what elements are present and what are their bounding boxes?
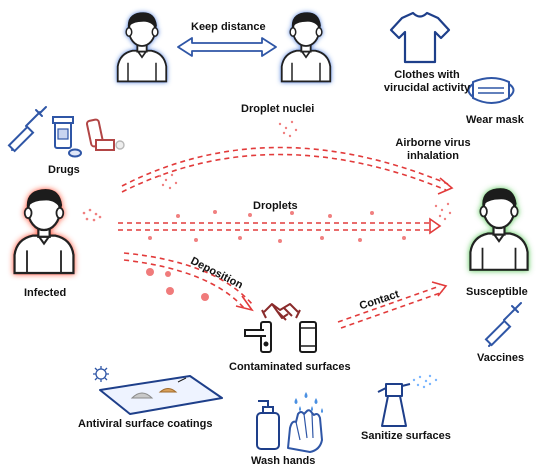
phone-icon: [299, 321, 317, 353]
inhaler-icon: [85, 118, 125, 151]
soap-dispenser-icon: [256, 400, 280, 450]
airborne-label-line-2: inhalation: [407, 150, 459, 162]
droplet-dots: [148, 210, 406, 243]
person-icon-top-left: [116, 11, 168, 83]
antiviral-coatings-label: Antiviral surface coatings: [78, 418, 213, 430]
clothes-label-line-2: virucidal activity: [383, 82, 471, 94]
infected-label: Infected: [24, 287, 67, 299]
wear-mask-label: Wear mask: [466, 114, 524, 126]
wash-hands-label: Wash hands: [251, 455, 316, 467]
shirt-icon: [389, 11, 451, 64]
double-arrow-icon: [177, 37, 277, 57]
deposition-drops: [146, 268, 209, 301]
pill-bottle-icon: [52, 116, 82, 158]
washing-hands-icon: [287, 392, 323, 453]
airborne-arrow: [121, 146, 454, 195]
susceptible-label: Susceptible: [466, 286, 528, 298]
virus-icon: [93, 366, 109, 382]
spray-mist: [412, 374, 438, 389]
surface-icon: [99, 375, 223, 415]
door-handle-icon: [244, 321, 272, 353]
droplets-label: Droplets: [253, 200, 298, 212]
drugs-label: Drugs: [48, 164, 80, 176]
droplets-arrow: [118, 217, 442, 235]
vaccines-label: Vaccines: [477, 352, 525, 364]
deposition-arrow: [123, 252, 254, 312]
contact-arrow: [337, 281, 448, 329]
droplet-nuclei-label: Droplet nuclei: [241, 103, 315, 115]
contaminated-surfaces-label: Contaminated surfaces: [229, 361, 351, 373]
airborne-label: Airborne virus inhalation: [380, 137, 486, 163]
aerosol-dots: [82, 120, 452, 222]
clothes-label: Clothes with virucidal activity: [374, 69, 480, 95]
keep-distance-label: Keep distance: [191, 21, 266, 33]
handshake-icon: [261, 303, 301, 321]
person-icon-infected: [13, 187, 75, 275]
syringe-icon: [7, 106, 47, 153]
spray-bottle-icon: [377, 383, 411, 427]
person-icon-top-right: [280, 11, 332, 83]
clothes-label-line-1: Clothes with: [394, 69, 460, 81]
mask-icon: [467, 77, 515, 104]
sanitize-surfaces-label: Sanitize surfaces: [361, 430, 451, 442]
person-icon-susceptible: [469, 187, 529, 271]
syringe-icon-vaccine: [484, 302, 522, 347]
airborne-label-line-1: Airborne virus: [395, 137, 471, 149]
